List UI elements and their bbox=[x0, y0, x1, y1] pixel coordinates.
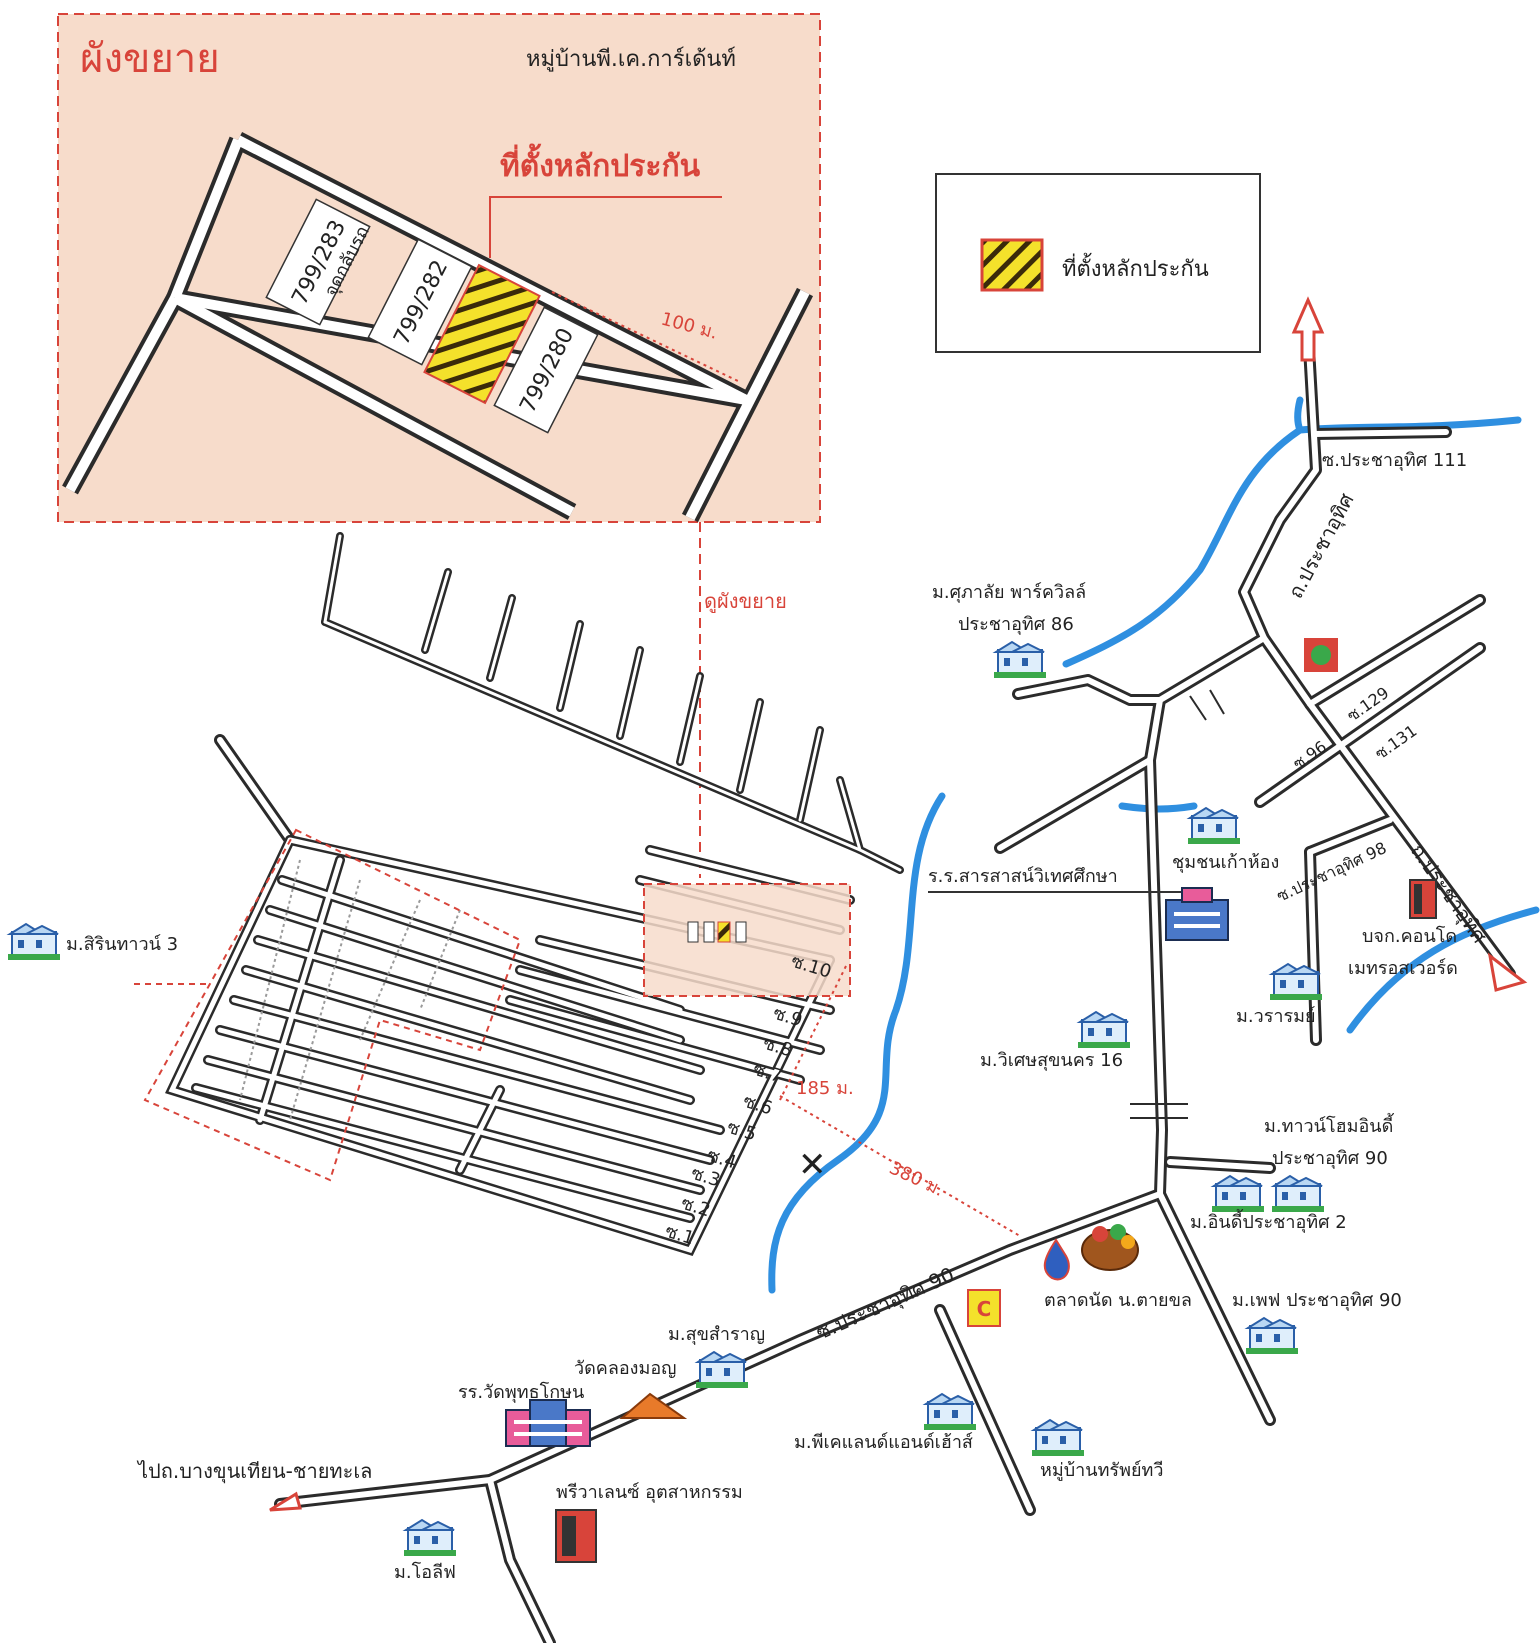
bridge-marker: ✕ bbox=[798, 1145, 827, 1185]
legend: ที่ตั้งหลักประกัน bbox=[935, 173, 1261, 353]
house-icon bbox=[695, 1351, 749, 1389]
place-school2: รร.วัดพุทธโกษน bbox=[458, 1381, 584, 1403]
see-inset-label: ดูผังขยาย bbox=[704, 589, 787, 614]
place-sirin: ม.สิรินทาวน์ 3 bbox=[66, 934, 178, 955]
inset-title: ผังขยาย bbox=[80, 36, 220, 82]
subdivision-boundary bbox=[134, 828, 522, 1182]
place-sukhamran: ม.สุขสำราญ bbox=[668, 1324, 765, 1345]
temple-icon bbox=[619, 1392, 688, 1419]
place-wisetsuk: ม.วิเศษสุขนคร 16 bbox=[980, 1050, 1123, 1071]
place-sapthawi: หมู่บ้านทรัพย์ทวี bbox=[1040, 1460, 1164, 1481]
inset-village-name: หมู่บ้านพี.เค.การ์เด้นท์ bbox=[526, 47, 736, 72]
place-pkland: ม.พีเคแลนด์แอนด์เฮ้าส์ bbox=[794, 1432, 973, 1453]
collateral-plot bbox=[423, 263, 541, 405]
place-market: ตลาดนัด น.ตายขล bbox=[1044, 1290, 1192, 1311]
svg-text:C: C bbox=[977, 1297, 992, 1321]
place-pep: ม.เพฟ ประชาอุทิศ 90 bbox=[1232, 1290, 1402, 1311]
distance-380-label: 380 ม. bbox=[886, 1157, 947, 1200]
site-plots bbox=[687, 921, 747, 943]
distance-380-line bbox=[779, 1095, 1021, 1237]
shop-icon: C bbox=[967, 1289, 1001, 1327]
direction-arrows bbox=[269, 296, 1528, 1512]
grid-lines bbox=[239, 859, 461, 1121]
place-waraporn: ม.วรารมย์ bbox=[1236, 1006, 1316, 1027]
place-indy2: ม.อินดี้ประชาอุทิศ 2 bbox=[1190, 1209, 1347, 1233]
place-condo-2: เมทรอสเวอร์ด bbox=[1348, 958, 1458, 979]
building-icon bbox=[1165, 887, 1229, 941]
house-icon bbox=[1031, 1419, 1085, 1457]
place-olive: ม.โอลีฟ bbox=[394, 1561, 456, 1583]
place-condo-1: บจก.คอนโด bbox=[1362, 925, 1457, 947]
inset-collateral-label: ที่ตั้งหลักประกัน bbox=[500, 143, 701, 184]
house-icon bbox=[1271, 1175, 1325, 1213]
site-zone bbox=[643, 883, 851, 997]
inset-panel: ผังขยาย หมู่บ้านพี.เค.การ์เด้นท์ ที่ตั้ง… bbox=[57, 13, 821, 523]
road-label-to-bangkhunthian: ไปถ.บางขุนเทียน-ชายทะเล bbox=[136, 1459, 372, 1484]
house-icon bbox=[1211, 1175, 1265, 1213]
place-community: ชุมชนเก้าห้อง bbox=[1172, 852, 1279, 873]
place-supalai-2: ประชาอุทิศ 86 bbox=[958, 614, 1074, 635]
house-icon bbox=[1245, 1317, 1299, 1355]
legend-label: ที่ตั้งหลักประกัน bbox=[1062, 253, 1209, 282]
places: ม.สิรินทาวน์ 3 ม.ศุภาลัย พาร์ควิลล์ ประช… bbox=[7, 582, 1458, 1583]
road-label-soi111: ซ.ประชาอุทิศ 111 bbox=[1322, 450, 1467, 471]
house-icon bbox=[7, 923, 61, 961]
house-icon bbox=[1187, 807, 1241, 845]
fuel-drop-icon bbox=[1043, 1238, 1070, 1281]
house-icon bbox=[403, 1519, 457, 1557]
callout-line bbox=[489, 196, 722, 258]
condo-icon bbox=[1409, 879, 1437, 919]
legend-swatch bbox=[980, 238, 1044, 292]
school-building-icon bbox=[505, 1399, 591, 1447]
place-school: ร.ร.สารสาสน์วิเทศศึกษา bbox=[928, 866, 1118, 887]
place-townhome-2: ประชาอุทิศ 90 bbox=[1272, 1148, 1388, 1169]
house-icon bbox=[1077, 1011, 1131, 1049]
fishbone-roads bbox=[321, 532, 904, 874]
place-watkhlong: วัดคลองมอญ bbox=[574, 1358, 676, 1379]
place-townhome-1: ม.ทาวน์โฮมอินดี้ bbox=[1264, 1113, 1395, 1137]
distance-185-label: 185 ม. bbox=[796, 1078, 854, 1099]
bridge-ticks bbox=[1130, 689, 1225, 1119]
road-label-soi90: ซ.ประชาอุทิศ 90 bbox=[812, 1262, 958, 1345]
house-icon bbox=[923, 1393, 977, 1431]
factory-icon bbox=[555, 1509, 597, 1563]
market-basket-icon bbox=[1081, 1224, 1139, 1271]
house-icon bbox=[993, 641, 1047, 679]
place-factory: พรีวาเลนซ์ อุตสาหกรรม bbox=[556, 1482, 743, 1503]
place-supalai-1: ม.ศุภาลัย พาร์ควิลล์ bbox=[932, 582, 1086, 603]
road-label-s131: ซ.131 bbox=[1371, 721, 1420, 763]
